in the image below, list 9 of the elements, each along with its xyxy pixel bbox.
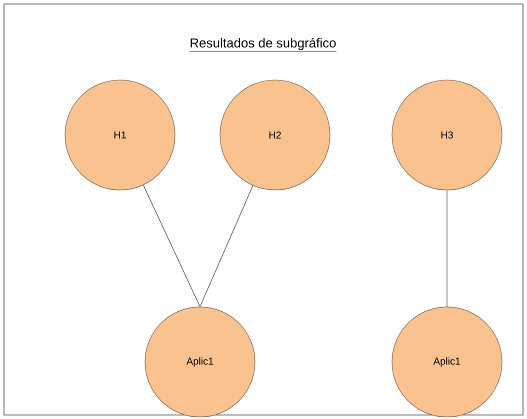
circle-node: H1 [64, 80, 176, 190]
connector-line [200, 185, 254, 307]
circle-node: Aplic1 [144, 306, 256, 418]
circle-node: H2 [220, 80, 330, 190]
circle-node: Aplic1 [392, 306, 502, 418]
connector-line [446, 190, 448, 307]
circle-node: H3 [392, 80, 502, 190]
connector-line [143, 184, 200, 307]
title: Resultados de subgráfico [189, 38, 337, 52]
